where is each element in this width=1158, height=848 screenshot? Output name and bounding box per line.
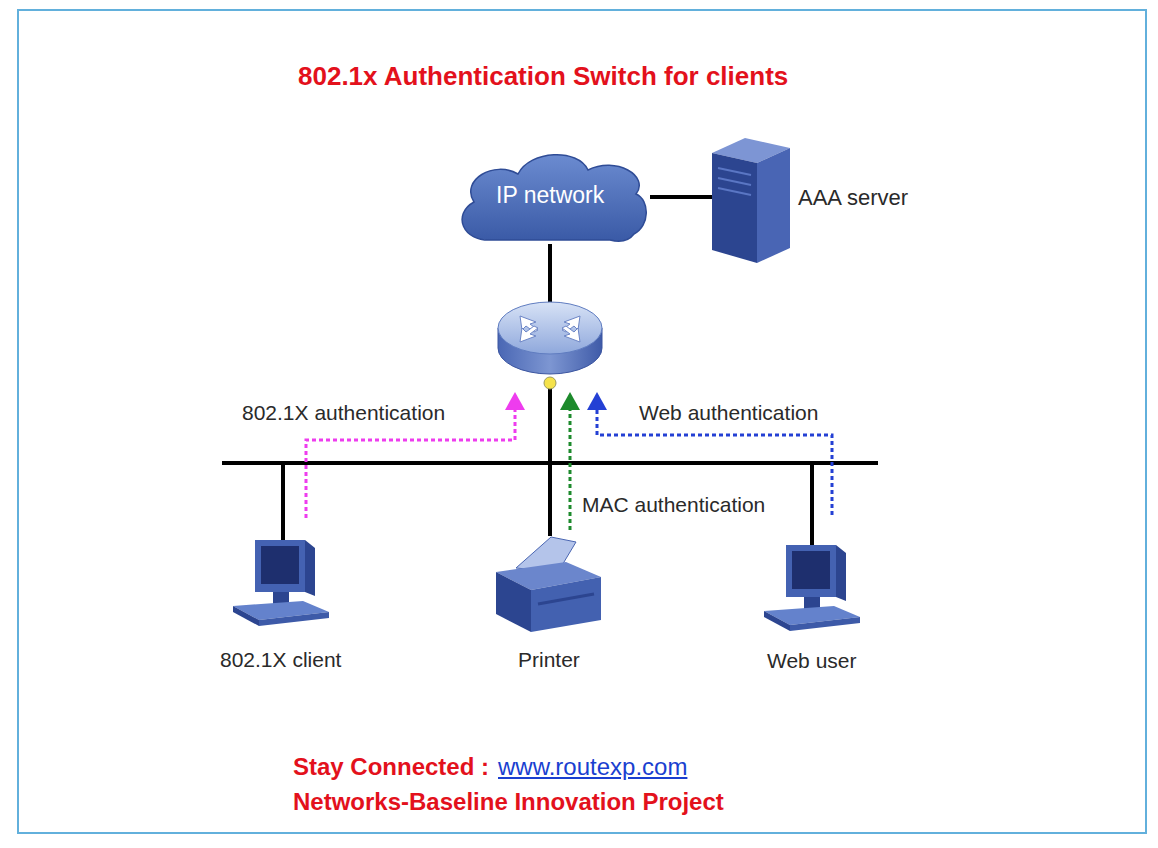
server-icon-part [712,153,757,263]
switch-symbol-part [544,377,556,389]
computer-icon-part [792,551,830,589]
wires [222,244,878,547]
printer-node: Printer [495,532,602,673]
computer-icon-part [255,540,305,592]
computer-icon [764,545,860,631]
computer-icon [233,540,329,626]
computer-icon-part [790,617,860,631]
switch-symbol-part [498,302,602,354]
title: 802.1x Authentication Switch for clients [298,62,788,92]
server-node: AAA server [712,138,911,263]
computer-icon-part [836,545,846,601]
footer-link: www.routexp.com [498,753,687,781]
arrowheads-part [505,392,525,410]
server-icon-part-part [718,188,751,195]
footer-text: Stay Connected : [293,753,489,781]
computer-icon-part [764,611,790,631]
node-label: Web user [767,649,857,673]
server-icon-part [757,148,790,263]
switch-symbol [498,302,602,389]
switch-symbol-part-part [520,326,538,342]
computer-icon-part [261,546,299,584]
computer-icon-part [305,540,315,596]
node-label: 802.1X client [220,648,341,672]
wires-part [281,463,285,542]
arrow-label: 802.1X authentication [240,401,447,425]
printer-icon-part [531,577,601,632]
footer-text: Networks-Baseline Innovation Project [293,788,724,816]
server-icon-part-part [718,168,751,175]
computer-icon-part [259,612,329,626]
arrow-label: Web authentication [637,401,820,425]
pc-node: 802.1X client [219,540,343,673]
wires-part [548,378,552,536]
arrowheads-part [560,392,580,410]
server-icon-part [718,168,751,195]
arrow-label: MAC authentication [580,493,767,517]
printer-icon-part [538,594,594,604]
server-icon [712,138,790,263]
computer-icon-part [786,545,836,597]
wires-part [222,461,878,465]
printer-icon-part [496,572,531,632]
node-label: Printer [518,648,580,672]
link-line [650,195,712,199]
computer-icon-part [233,606,259,626]
node-label: IP network [496,182,604,208]
switch-symbol-part [520,316,580,342]
pc-node: Web user [763,545,861,674]
switch-symbol-part-part [562,326,580,342]
wires-part [548,244,552,304]
network-cloud: IP network [450,148,650,246]
auth-arrows [306,408,832,530]
wires-part [810,463,814,547]
node-label: AAA server [798,185,908,210]
auth-arrows-part [569,408,572,530]
server-icon-part-part [718,178,751,185]
arrowheads-part [587,392,607,410]
cloud-outline [462,155,646,241]
printer-icon [496,532,601,632]
arrowheads [505,392,607,410]
frame [18,10,1146,833]
